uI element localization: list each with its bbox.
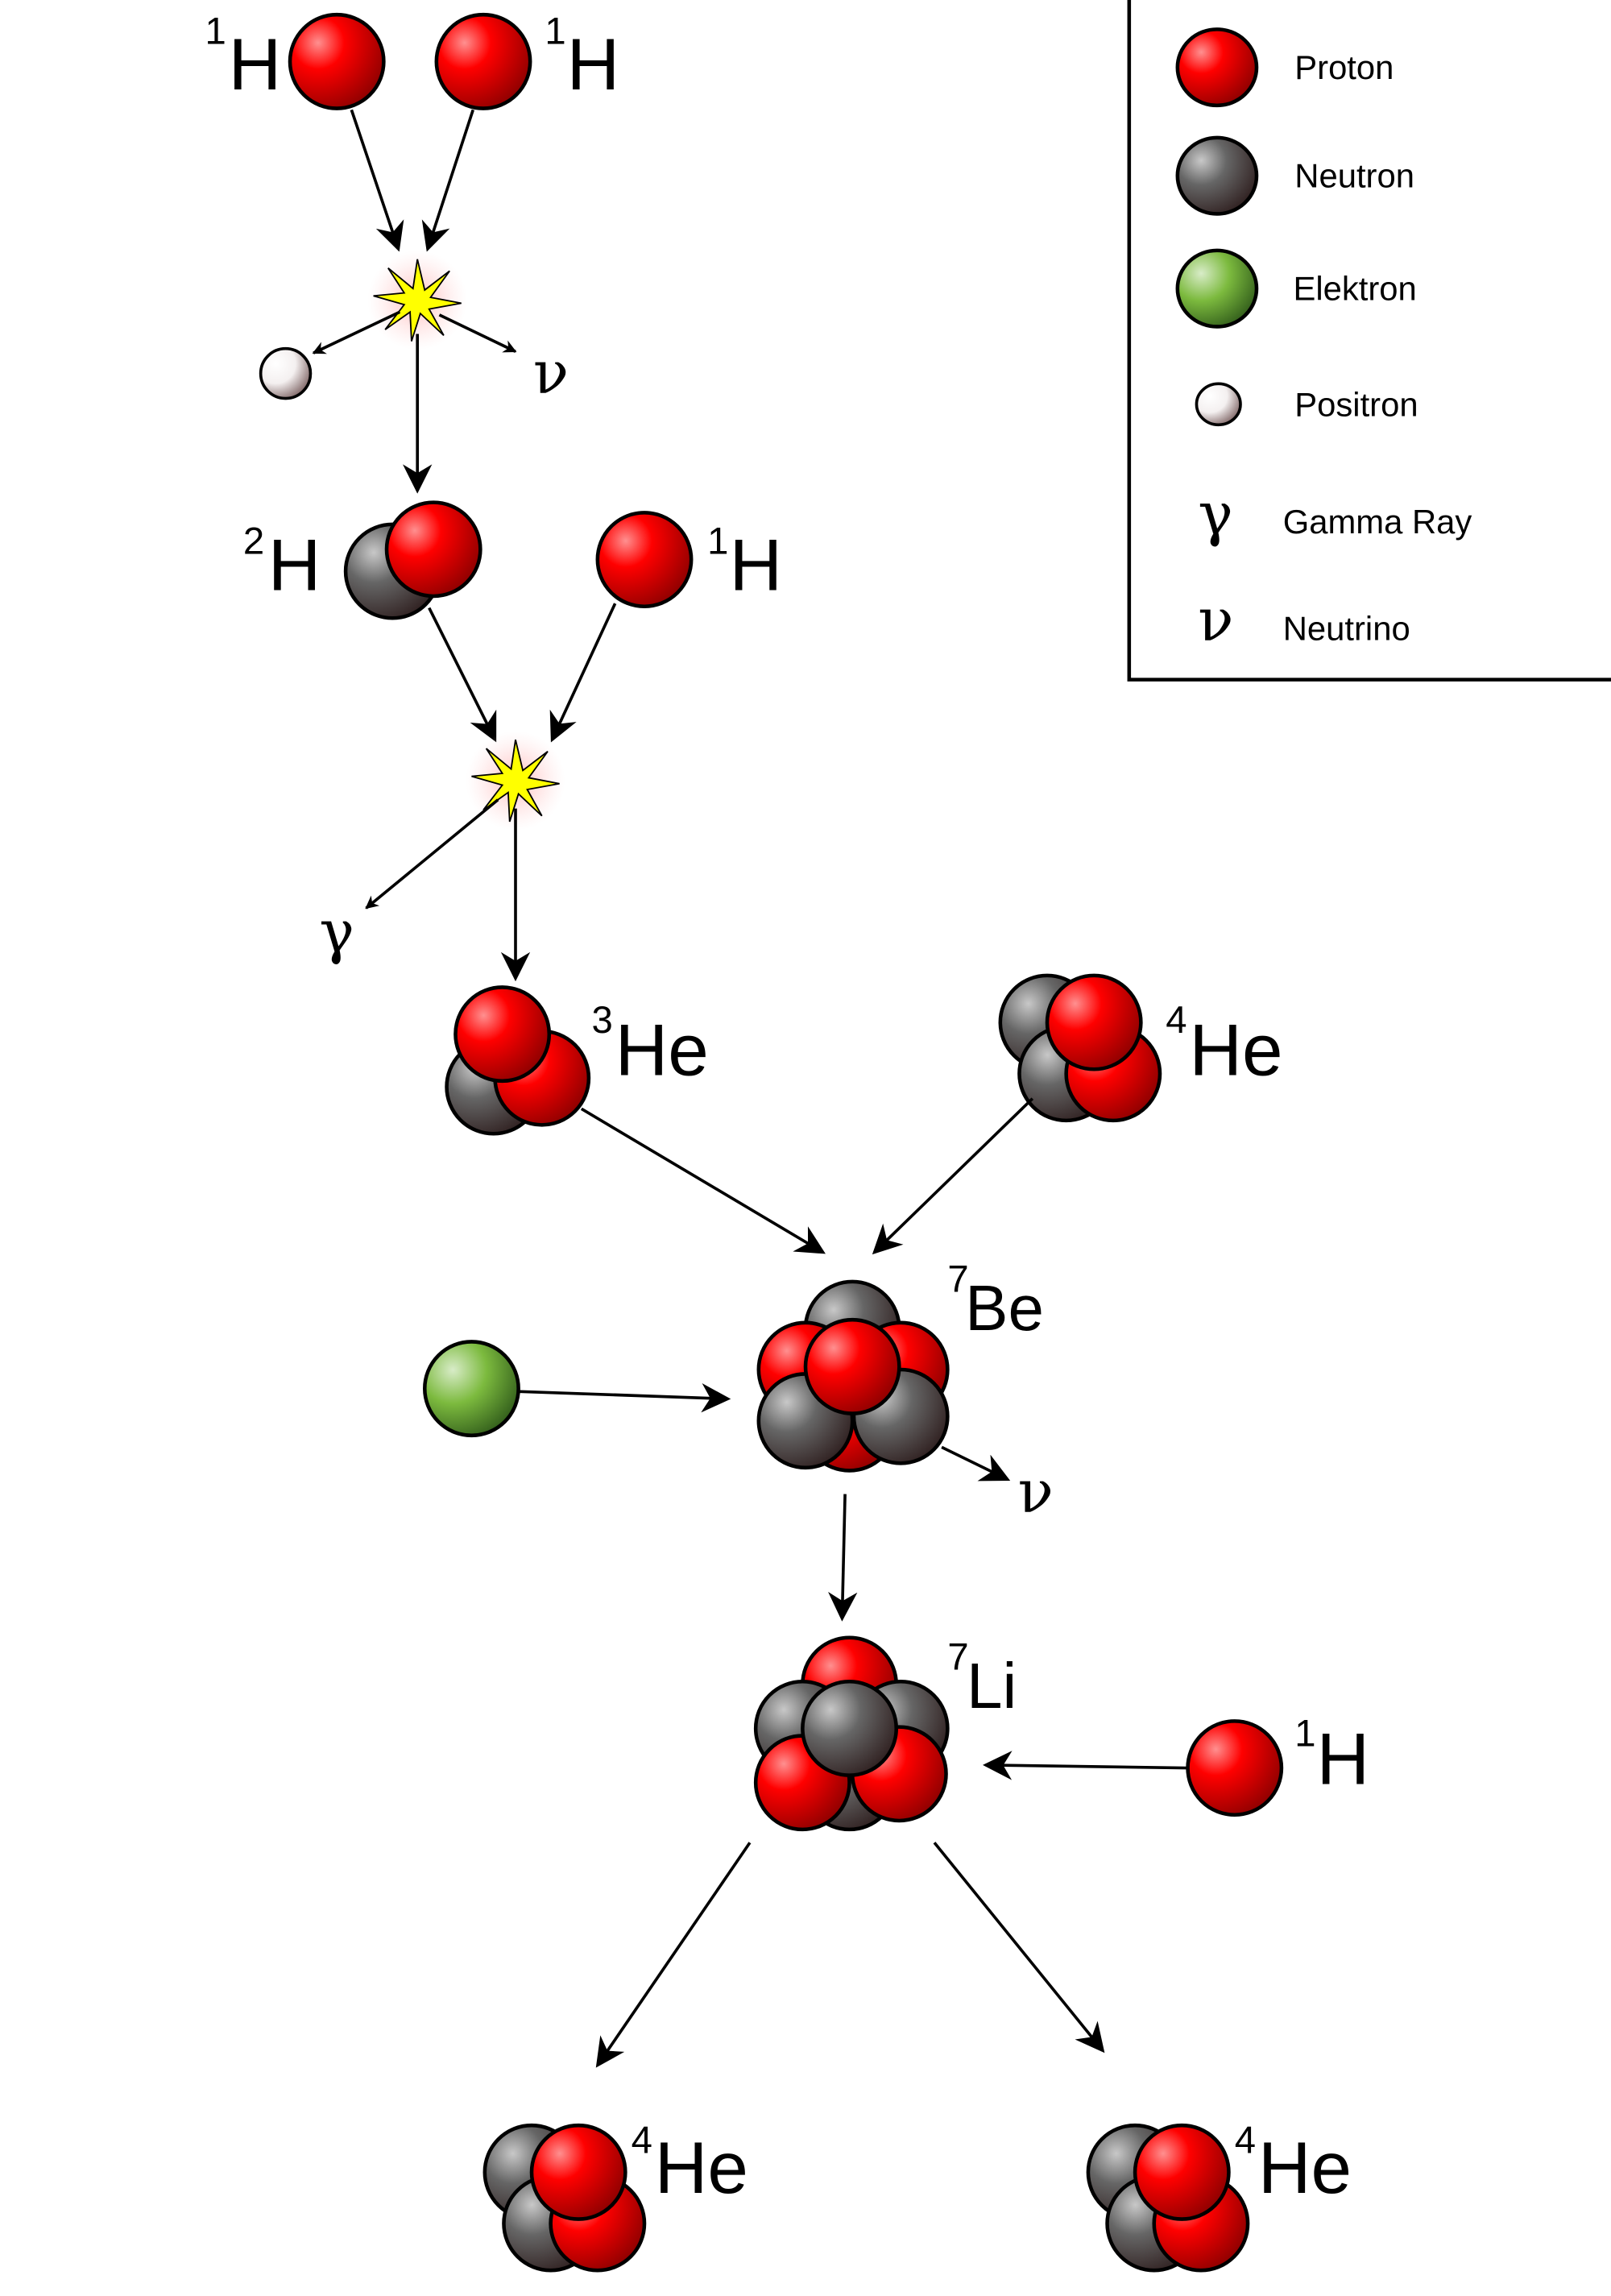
legend-label-neutron: Neutron (1294, 157, 1414, 195)
proton-icon (1175, 27, 1259, 108)
electron-icon (1175, 248, 1259, 329)
he4-symbol: He (655, 2128, 748, 2209)
neutrino-label: ν (1018, 1457, 1054, 1526)
arrow (983, 1751, 1187, 1780)
beryllium7-nucleus (756, 1279, 950, 1473)
legend: Proton Neutron Elektron Positron γ Gamma… (1127, 0, 1611, 682)
helium3-nucleus (445, 985, 591, 1136)
legend-label-electron: Elektron (1293, 270, 1416, 308)
positron-icon (1195, 382, 1242, 427)
he4-mass: 4 (1166, 999, 1187, 1042)
neutrino-icon: ν (1198, 586, 1233, 655)
arrow (872, 1097, 1034, 1255)
arrow (549, 603, 617, 743)
h1-symbol: H (729, 525, 782, 607)
arrow (421, 109, 475, 252)
h1-left-mass: 1 (205, 10, 226, 53)
arrow (595, 1842, 752, 2068)
gamma-icon: γ (1198, 481, 1232, 549)
be7-mass: 7 (947, 1258, 968, 1301)
helium4-product-left (482, 2123, 647, 2273)
arrow (350, 109, 404, 252)
he3-mass: 3 (592, 999, 613, 1042)
arrow (312, 310, 401, 354)
h1-mass: 1 (707, 520, 728, 562)
legend-label-neutrino: Neutrino (1283, 610, 1410, 648)
lithium7-nucleus (753, 1635, 950, 1832)
be7-symbol: Be (965, 1272, 1044, 1344)
h2-symbol: H (268, 525, 321, 607)
neutrino-label: ν (533, 338, 569, 407)
helium4-product-right (1086, 2123, 1250, 2273)
he4-symbol: He (1189, 1010, 1282, 1092)
arrow (580, 1107, 826, 1254)
h1-right-mass: 1 (545, 10, 565, 53)
gamma-label: γ (319, 898, 354, 967)
arrow (428, 607, 497, 743)
h1-right-symbol: H (567, 24, 620, 106)
legend-label-positron: Positron (1294, 385, 1418, 423)
arrow (520, 1383, 731, 1413)
positron (259, 346, 313, 400)
he4-mass: 4 (1235, 2120, 1256, 2162)
li7-symbol: Li (967, 1650, 1017, 1722)
arrow (941, 1445, 1011, 1482)
legend-label-gamma: Gamma Ray (1283, 503, 1472, 541)
proton-h1-right (434, 12, 532, 110)
arrow (438, 313, 517, 354)
neutron-icon (1175, 135, 1259, 216)
electron (422, 1340, 520, 1438)
proton-h1-left (288, 12, 386, 110)
arrow (828, 1494, 858, 1622)
he4-symbol: He (1258, 2128, 1352, 2209)
legend-label-proton: Proton (1294, 48, 1394, 86)
h2-mass: 2 (243, 520, 264, 562)
proton-h1 (1186, 1719, 1284, 1817)
h1-mass: 1 (1294, 1712, 1315, 1755)
proton-h1 (595, 511, 694, 608)
h1-symbol: H (1317, 1719, 1370, 1801)
li7-mass: 7 (947, 1636, 968, 1679)
h1-left-symbol: H (229, 24, 282, 106)
arrow (933, 1842, 1105, 2054)
arrow (365, 798, 499, 910)
helium4-nucleus (998, 973, 1162, 1123)
he3-symbol: He (615, 1010, 709, 1092)
he4-mass: 4 (632, 2120, 652, 2162)
deuterium-nucleus (343, 500, 482, 620)
